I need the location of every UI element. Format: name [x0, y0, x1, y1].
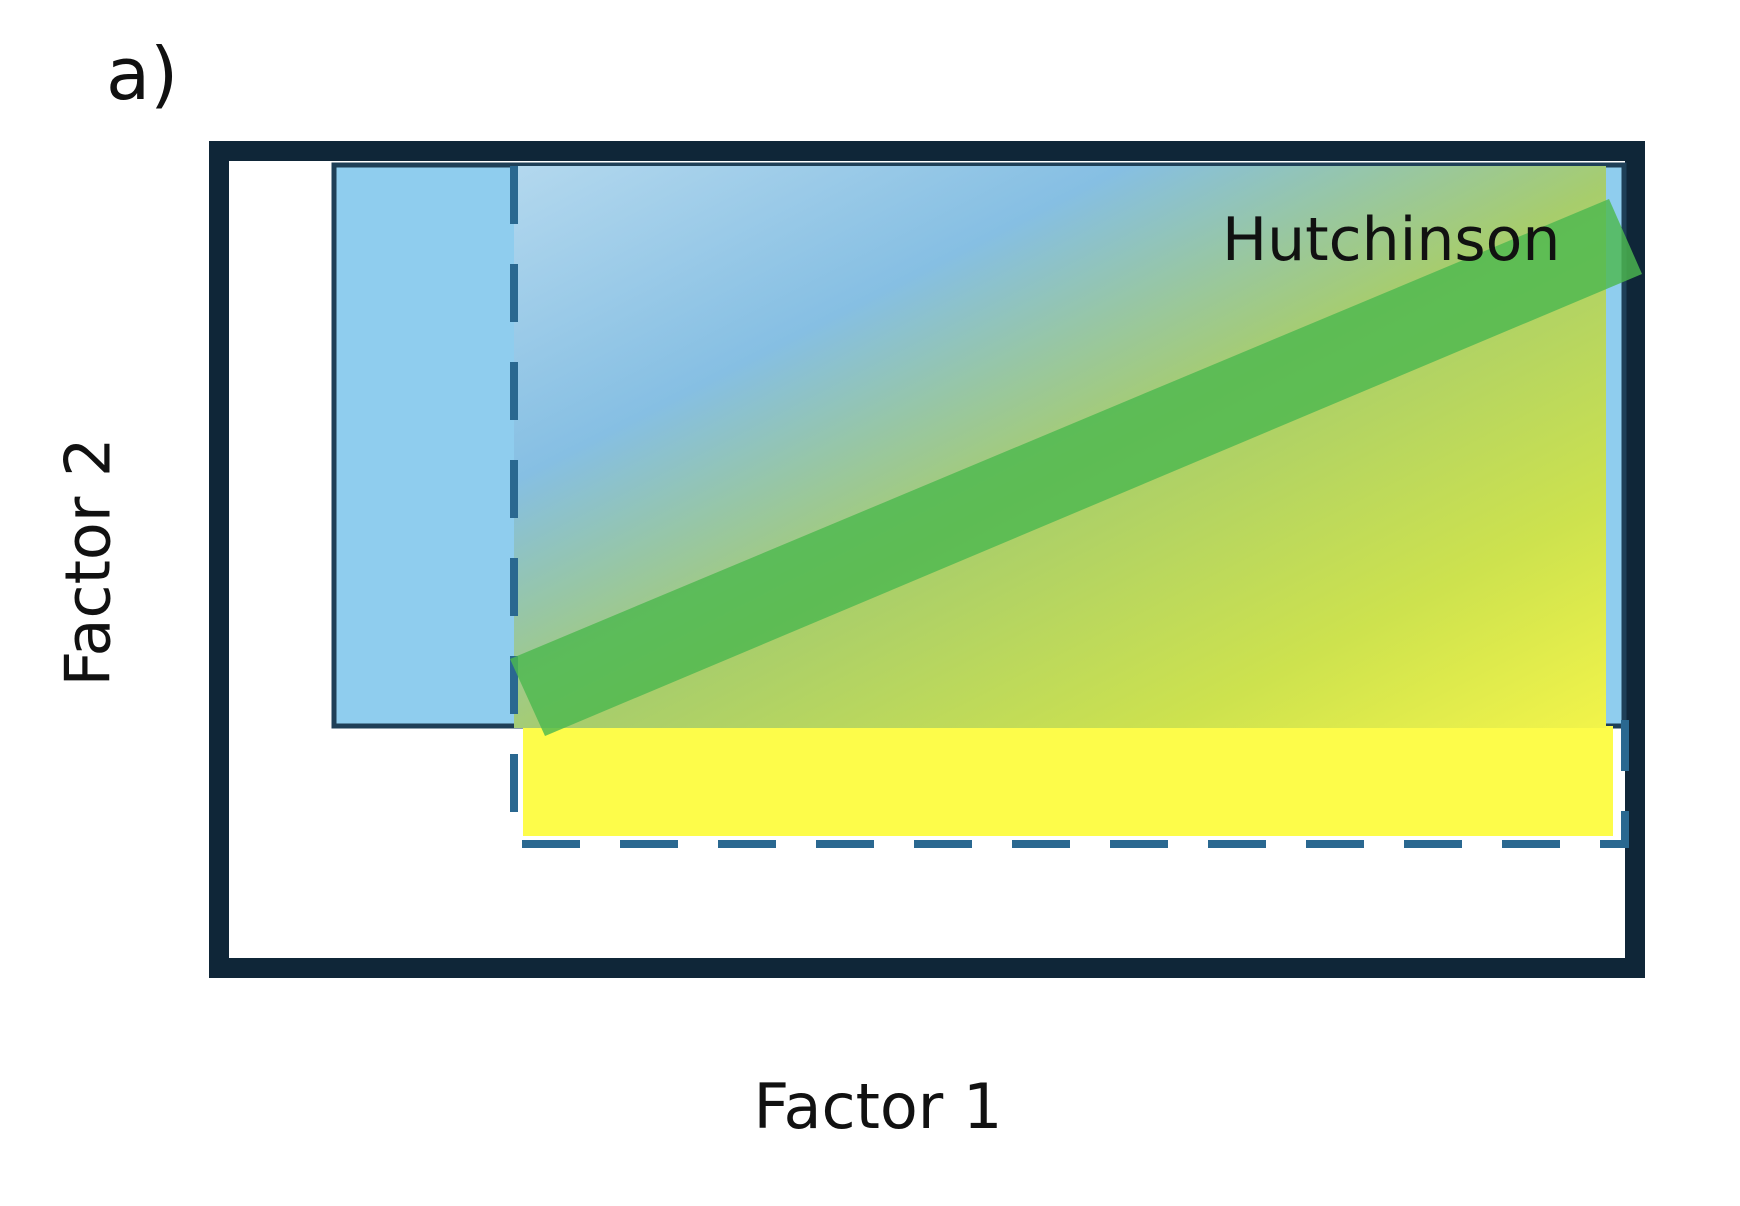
- panel-label: a): [106, 32, 179, 116]
- dashed-region-border: [510, 166, 1629, 848]
- x-axis-label-text: Factor 1: [753, 1070, 1003, 1143]
- hutchinson-band: [510, 199, 1642, 736]
- x-axis-label: Factor 1: [0, 1070, 1740, 1143]
- hutchinson-label: Hutchinson: [1222, 205, 1561, 275]
- y-axis-label: Factor 2: [51, 437, 125, 687]
- yellow-region: [523, 726, 1613, 836]
